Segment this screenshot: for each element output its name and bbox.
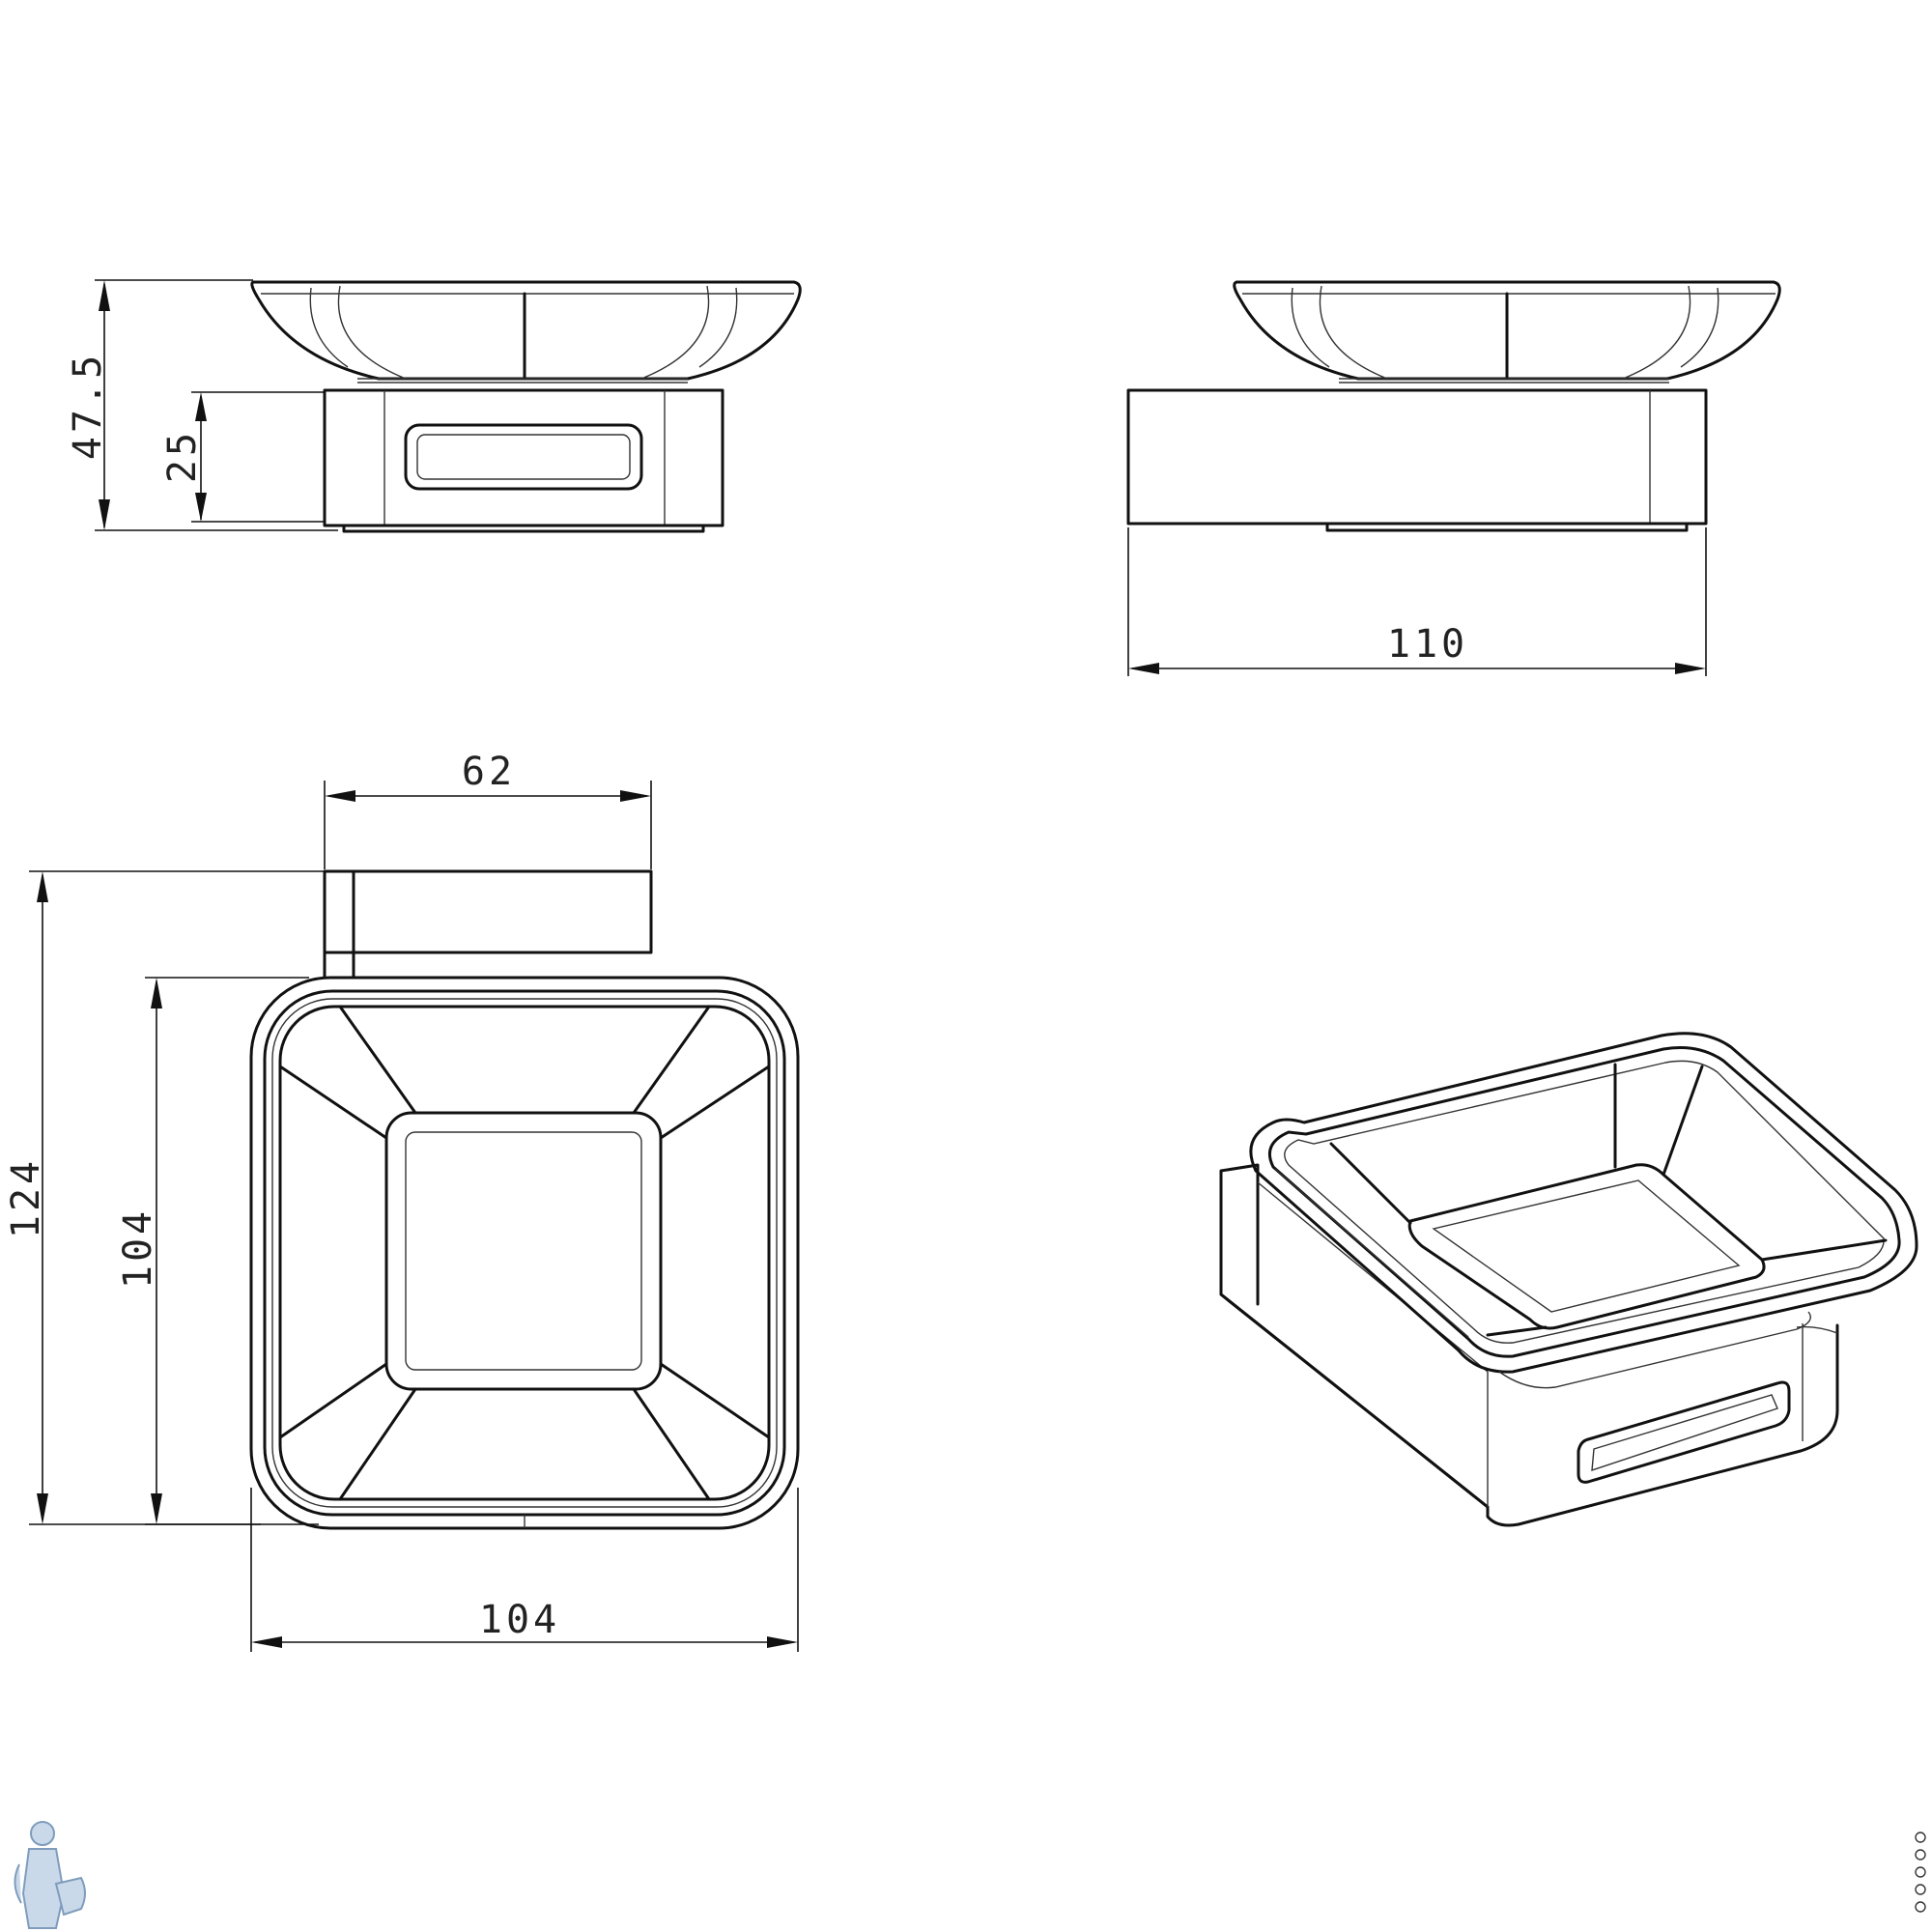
watermark [1915, 1832, 1926, 1913]
brand-mark [14, 1821, 86, 1929]
top-view-dish [249, 976, 800, 1530]
isometric-view-dish [1249, 1032, 1918, 1374]
front-view-dish [250, 280, 802, 381]
dim-depth-total: 110 [1387, 622, 1468, 667]
dim-dish-width: 104 [479, 1598, 560, 1642]
top-view-wall-mount [323, 869, 653, 954]
isometric-view [1219, 1032, 1918, 1527]
isometric-view-base [1219, 1163, 1839, 1527]
top-view: 62 124 104 104 [4, 750, 800, 1652]
front-view: 47.5 25 [66, 279, 802, 533]
dim-base-height: 25 [160, 429, 205, 483]
dim-dish-depth: 104 [116, 1208, 160, 1289]
side-view: 110 [1126, 280, 1781, 676]
side-view-base [1126, 388, 1708, 526]
dim-mount-width: 62 [462, 750, 516, 794]
isometric-view-slot [1577, 1380, 1791, 1484]
front-view-slot [404, 423, 643, 491]
dim-projection-total: 124 [4, 1157, 48, 1238]
dim-height-total: 47.5 [66, 352, 110, 460]
top-view-dish-floor [384, 1111, 663, 1391]
isometric-view-dish-floor [1407, 1163, 1766, 1330]
